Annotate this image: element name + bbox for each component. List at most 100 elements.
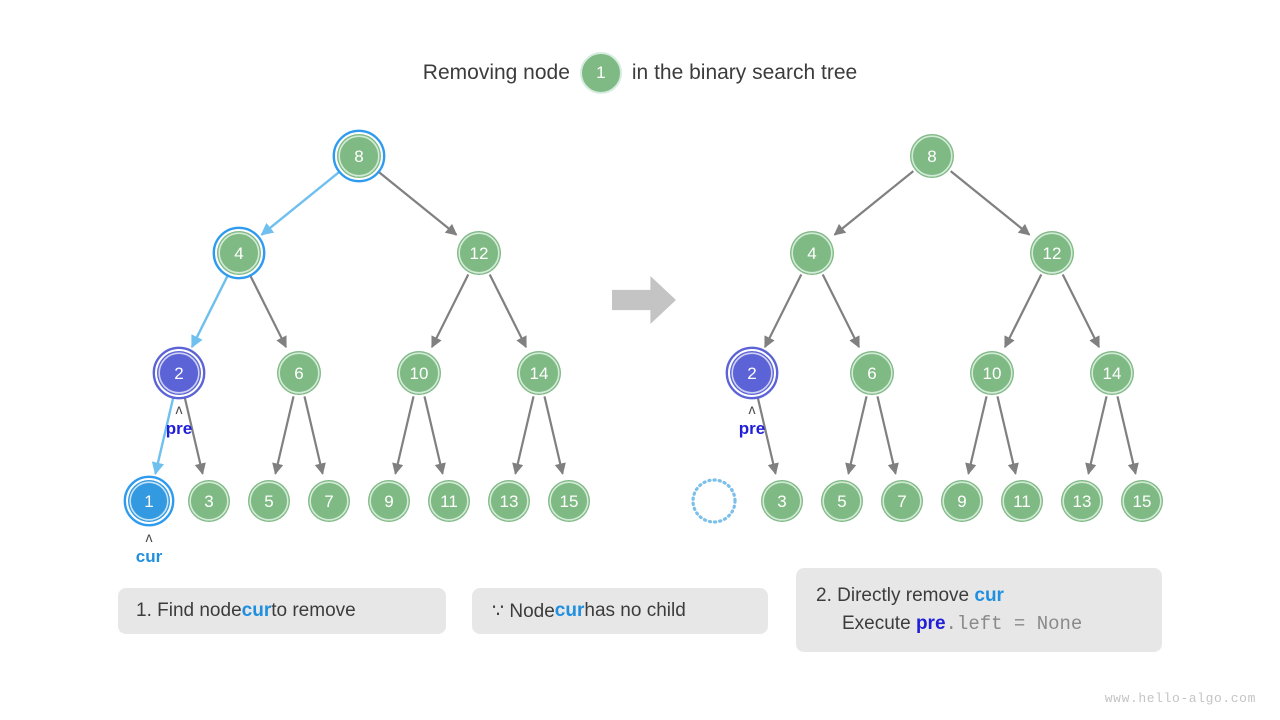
diagram-title: Removing node 1 in the binary search tre… — [0, 52, 1280, 94]
node-label: 3 — [204, 492, 213, 511]
node-label: 8 — [354, 147, 363, 166]
node-label: 7 — [897, 492, 906, 511]
node-label: 11 — [1013, 492, 1031, 511]
node-label: 2 — [747, 364, 756, 383]
caption-step-2: ∵ Node cur has no child — [472, 588, 768, 634]
tree-node-8[interactable]: 8 — [332, 129, 386, 183]
node-inner-ring — [971, 352, 1013, 394]
caption-2-prefix: ∵ Node — [492, 600, 555, 622]
tree-node-6[interactable]: 6 — [850, 351, 894, 395]
caption-3-line-2: Execute pre.left = None — [816, 613, 1082, 635]
tree-node-8[interactable]: 8 — [910, 134, 954, 178]
tree-node-2[interactable]: 2 — [725, 346, 779, 400]
caption-3-line-2-code: .left = None — [945, 613, 1083, 635]
tree-edge-L10-L9 — [392, 396, 415, 475]
tree-node-11[interactable]: 11 — [428, 480, 470, 522]
tree-edge-R6-R5 — [845, 396, 868, 475]
tree-edge-L8-L4 — [260, 170, 342, 236]
tree-node-13[interactable]: 13 — [488, 480, 530, 522]
tree-node-14[interactable]: 14 — [1090, 351, 1134, 395]
node-inner-ring — [189, 481, 229, 521]
tree-node-4[interactable]: 4 — [790, 231, 834, 275]
tree-node-1[interactable]: 1 — [123, 475, 175, 527]
node-inner-ring — [731, 352, 773, 394]
node-circle — [368, 480, 410, 522]
pointer-caret-pre: ʌ — [749, 401, 756, 417]
node-inner-ring — [158, 352, 200, 394]
caption-step-3: 2. Directly remove cur Execute pre.left … — [796, 568, 1162, 652]
node-highlight-ring — [152, 346, 206, 400]
caption-2-suffix: has no child — [584, 600, 686, 621]
tree-edge-L6-L7 — [303, 396, 326, 475]
tree-node-9[interactable]: 9 — [368, 480, 410, 522]
node-circle — [277, 351, 321, 395]
node-inner-ring — [762, 481, 802, 521]
title-text-after: in the binary search tree — [631, 61, 858, 84]
tree-node-6[interactable]: 6 — [277, 351, 321, 395]
tree-edge-L10-L11 — [423, 396, 446, 475]
caption-3-line-1: 2. Directly remove cur — [816, 585, 1004, 607]
node-inner-ring — [549, 481, 589, 521]
node-circle — [188, 480, 230, 522]
tree-node-5[interactable]: 5 — [248, 480, 290, 522]
node-circle — [308, 480, 350, 522]
node-inner-ring — [278, 352, 320, 394]
node-inner-ring — [911, 135, 953, 177]
tree-node-7[interactable]: 7 — [308, 480, 350, 522]
tree-node-11[interactable]: 11 — [1001, 480, 1043, 522]
node-inner-ring — [458, 232, 500, 274]
node-label: 14 — [1103, 364, 1122, 383]
tree-node-10[interactable]: 10 — [970, 351, 1014, 395]
tree-node-2[interactable]: 2 — [152, 346, 206, 400]
transition-arrow — [612, 276, 676, 324]
node-circle — [157, 351, 201, 395]
pointer-caret-cur: ʌ — [146, 529, 153, 545]
node-circle — [397, 351, 441, 395]
node-inner-ring — [942, 481, 982, 521]
node-circle — [821, 480, 863, 522]
node-inner-ring — [249, 481, 289, 521]
tree-edge-R4-R6 — [821, 273, 861, 349]
node-label: 2 — [174, 364, 183, 383]
tree-node-13[interactable]: 13 — [1061, 480, 1103, 522]
node-circle — [881, 480, 923, 522]
node-label: 7 — [324, 492, 333, 511]
node-inner-ring — [1091, 352, 1133, 394]
node-label: 12 — [1043, 244, 1062, 263]
node-circle — [248, 480, 290, 522]
tree-edge-L8-L12 — [376, 170, 458, 236]
tree-node-3[interactable]: 3 — [761, 480, 803, 522]
node-circle — [910, 134, 954, 178]
node-inner-ring — [429, 481, 469, 521]
title-text-before: Removing node — [422, 61, 570, 84]
tree-node-15[interactable]: 15 — [1121, 480, 1163, 522]
tree-node-14[interactable]: 14 — [517, 351, 561, 395]
node-circle — [457, 231, 501, 275]
caption-1-prefix: 1. Find node — [136, 600, 242, 621]
node-circle — [337, 134, 381, 178]
tree-edge-L2-L3 — [183, 396, 206, 475]
tree-node-5[interactable]: 5 — [821, 480, 863, 522]
tree-edge-R14-R15 — [1116, 396, 1139, 475]
tree-node-12[interactable]: 12 — [457, 231, 501, 275]
node-circle — [730, 351, 774, 395]
tree-node-7[interactable]: 7 — [881, 480, 923, 522]
tree-node-4[interactable]: 4 — [212, 226, 266, 280]
tree-edge-R4-R2 — [763, 273, 803, 349]
node-label: 5 — [264, 492, 273, 511]
node-circle — [548, 480, 590, 522]
tree-node-9[interactable]: 9 — [941, 480, 983, 522]
tree-node-12[interactable]: 12 — [1030, 231, 1074, 275]
caption-2-keyword: cur — [554, 600, 585, 621]
tree-node-15[interactable]: 15 — [548, 480, 590, 522]
node-label: 15 — [560, 492, 579, 511]
node-circle — [488, 480, 530, 522]
node-inner-ring — [518, 352, 560, 394]
tree-edge-R14-R13 — [1085, 396, 1108, 475]
node-highlight-ring — [725, 346, 779, 400]
tree-node-10[interactable]: 10 — [397, 351, 441, 395]
tree-edge-R8-R12 — [949, 170, 1031, 236]
tree-node-3[interactable]: 3 — [188, 480, 230, 522]
node-label: 8 — [927, 147, 936, 166]
